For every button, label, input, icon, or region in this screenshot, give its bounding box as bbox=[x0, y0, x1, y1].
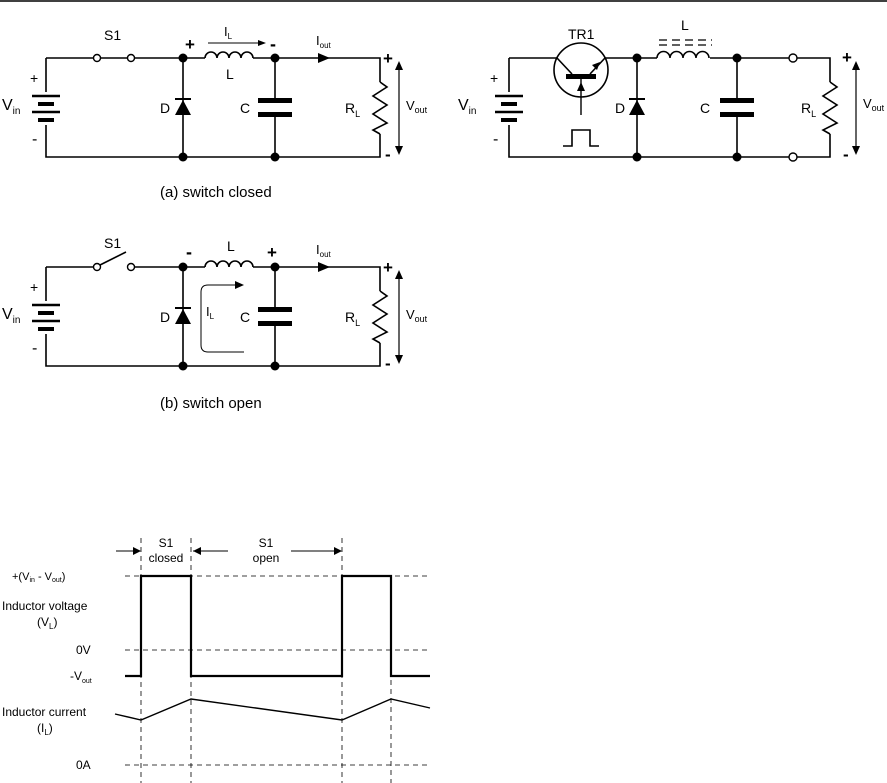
circuit-c-resistor bbox=[821, 81, 839, 135]
circuit-a-resistor bbox=[371, 81, 389, 135]
circuit-c-transistor-label: TR1 bbox=[568, 26, 595, 42]
circuit-a-iout-label: Iout bbox=[316, 33, 332, 50]
circuit-b-resistor-label: RL bbox=[345, 309, 360, 328]
circuit-c-wires bbox=[508, 57, 831, 158]
circuit-b-inductor bbox=[204, 260, 254, 268]
circuit-b-cap-label: C bbox=[240, 309, 250, 325]
circuit-b-cap-plate-bottom bbox=[258, 321, 292, 326]
vtop-label: +(Vin - Vout) bbox=[12, 571, 65, 584]
inductor-voltage-trace bbox=[125, 574, 430, 678]
circuit-a-wires bbox=[45, 57, 381, 158]
circuit-a-batt-minus: - bbox=[32, 131, 37, 148]
circuit-b-inductor-label: L bbox=[227, 238, 235, 254]
circuit-c-out-plus: + bbox=[842, 48, 852, 67]
circuit-a-il-arrowhead bbox=[258, 40, 266, 46]
circuit-c-pulse-input bbox=[563, 129, 599, 147]
circuit-a-cap-label: C bbox=[240, 100, 250, 116]
circuit-b-loop-current-arrow bbox=[200, 284, 244, 353]
circuit-b-switch-label: S1 bbox=[104, 235, 121, 251]
circuit-a-out-plus: + bbox=[383, 49, 393, 68]
circuit-a-diode-body bbox=[175, 100, 191, 115]
closed-label-line2: closed bbox=[149, 551, 184, 565]
circuit-a-cap-plate-top bbox=[258, 98, 292, 103]
circuit-c-terminal-top bbox=[788, 53, 798, 63]
circuit-b-out-minus: - bbox=[385, 354, 391, 373]
circuit-a-switch-closed: + - Vin S1 L + - IL D C Iout RL bbox=[2, 24, 428, 201]
circuit-a-inductor-label: L bbox=[226, 66, 234, 82]
circuit-a-caption: (a) switch closed bbox=[160, 184, 272, 201]
neg-vout-label: -Vout bbox=[70, 669, 92, 685]
circuit-b-wires bbox=[45, 266, 381, 367]
inductor-voltage-symbol: (VL) bbox=[37, 615, 57, 631]
circuit-c-battery bbox=[495, 94, 523, 122]
circuit-b-diode-body bbox=[175, 309, 191, 324]
circuit-c-vout-label: Vout bbox=[863, 96, 885, 113]
circuit-b-battery bbox=[32, 303, 60, 331]
circuit-c-cap-label: C bbox=[700, 100, 710, 116]
zero-v-label: 0V bbox=[76, 643, 91, 657]
open-label-line2: open bbox=[253, 551, 280, 565]
circuit-a-vin: Vin bbox=[2, 97, 20, 117]
circuit-a-inductor bbox=[204, 51, 254, 59]
inductor-current-label: Inductor current bbox=[2, 705, 87, 719]
circuit-a-out-minus: - bbox=[385, 145, 391, 164]
circuit-a-iout-arrow bbox=[318, 53, 330, 63]
circuit-b-cap-plate-top bbox=[258, 307, 292, 312]
inductor-current-symbol: (IL) bbox=[37, 721, 53, 737]
circuit-c-out-minus: - bbox=[843, 145, 849, 164]
zero-a-label: 0A bbox=[76, 758, 91, 772]
circuit-a-vout-label: Vout bbox=[406, 98, 428, 115]
circuit-b-switch-contact-left bbox=[92, 262, 102, 272]
closed-label-line1: S1 bbox=[159, 536, 174, 550]
circuit-c-terminal-bottom bbox=[788, 152, 798, 162]
circuit-b-out-plus: + bbox=[383, 258, 393, 277]
circuit-c-inductor bbox=[656, 50, 710, 59]
circuit-b-vin: Vin bbox=[2, 306, 20, 326]
circuit-a-battery bbox=[32, 94, 60, 122]
circuit-b-batt-minus: - bbox=[32, 340, 37, 357]
circuit-a-batt-plus: + bbox=[30, 70, 38, 86]
circuit-b-switch-blade bbox=[99, 251, 127, 266]
circuit-a-inductor-minus: - bbox=[270, 34, 276, 54]
circuit-c-transistor-base-bar bbox=[566, 74, 596, 79]
circuit-b-diode-label: D bbox=[160, 309, 170, 325]
circuit-c-batt-plus: + bbox=[490, 70, 498, 86]
circuit-a-diode-label: D bbox=[160, 100, 170, 116]
circuit-b-caption: (b) switch open bbox=[160, 395, 262, 412]
circuit-c-vin: Vin bbox=[458, 97, 476, 117]
circuit-a-inductor-plus: + bbox=[185, 35, 195, 54]
circuit-b-inductor-plus: + bbox=[267, 243, 277, 262]
circuit-a-switch-contact-right bbox=[126, 53, 136, 63]
inductor-voltage-label: Inductor voltage bbox=[2, 599, 88, 613]
circuit-b-switch-contact-right bbox=[126, 262, 136, 272]
circuit-b-iout-label: Iout bbox=[316, 242, 332, 259]
circuit-a-switch-contact-left bbox=[92, 53, 102, 63]
inductor-current-trace bbox=[114, 698, 431, 721]
waveform-diagram: S1 closed S1 open +(Vin - Vout) Inductor… bbox=[2, 536, 431, 783]
circuit-c-resistor-label: RL bbox=[801, 100, 816, 119]
circuit-c-batt-minus: - bbox=[493, 131, 498, 148]
circuit-b-inductor-minus: - bbox=[186, 242, 192, 262]
circuit-a-switch-label: S1 bbox=[104, 27, 121, 43]
circuit-c-diode-label: D bbox=[615, 100, 625, 116]
circuit-a-il-label: IL bbox=[224, 24, 233, 41]
circuit-b-batt-plus: + bbox=[30, 279, 38, 295]
circuit-b-vout-label: Vout bbox=[406, 307, 428, 324]
circuit-b-loop-current-label: IL bbox=[206, 304, 215, 321]
circuit-a-cap-plate-bottom bbox=[258, 112, 292, 117]
circuit-b-switch-open: + - Vin S1 L - + D IL C Iout RL bbox=[2, 235, 428, 412]
circuit-a-resistor-label: RL bbox=[345, 100, 360, 119]
circuit-b-iout-arrow bbox=[318, 262, 330, 272]
circuit-c-transistor-switch: + - Vin TR1 D L C RL bbox=[458, 17, 885, 164]
open-label-line1: S1 bbox=[259, 536, 274, 550]
circuit-c-inductor-label: L bbox=[681, 17, 689, 33]
circuit-c-diode-body bbox=[629, 100, 645, 115]
circuit-b-resistor bbox=[371, 290, 389, 344]
